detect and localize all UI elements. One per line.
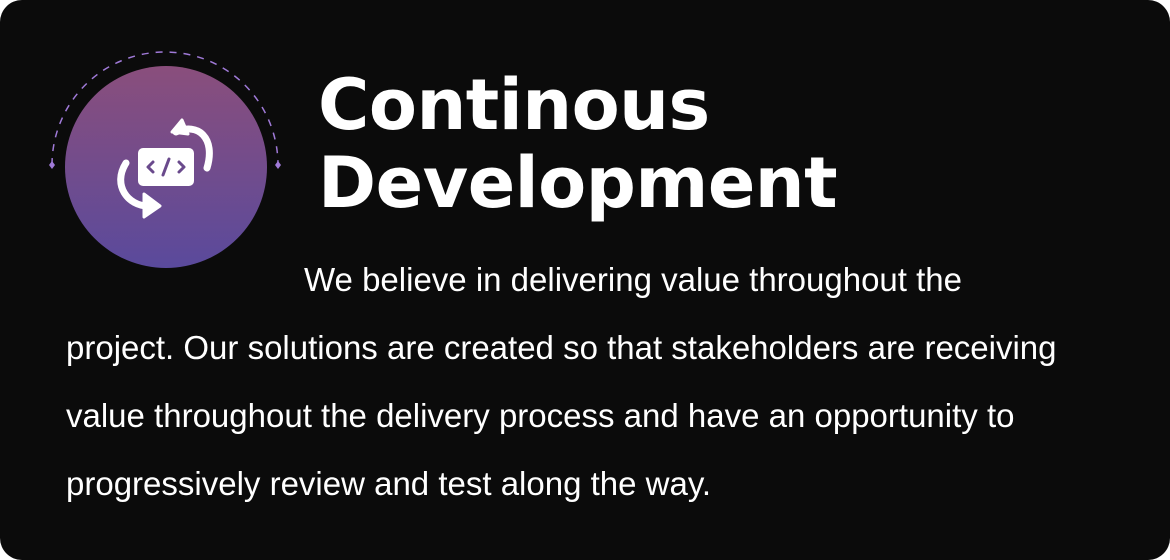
card-title-line-2: Development [318, 142, 838, 224]
card-title-line-1: Continous [318, 64, 710, 146]
card-description: We believe in delivering value throughou… [66, 261, 1057, 502]
code-refresh-icon [40, 40, 300, 280]
card-title: Continous Development [318, 64, 838, 224]
